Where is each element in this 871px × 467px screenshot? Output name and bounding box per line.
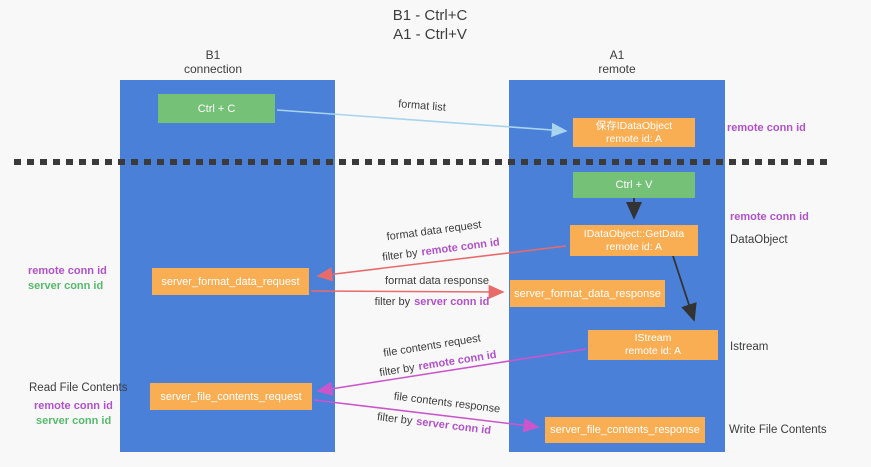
remote-conn-id-text: remote conn id: [420, 236, 501, 259]
dashed-separator-line: [14, 159, 832, 165]
istream-line2: remote id: A: [624, 345, 682, 357]
lane-header-b1: B1 connection: [184, 48, 242, 76]
lane-b1-subtitle: connection: [183, 62, 243, 76]
title-line-1: B1 - Ctrl+C: [392, 7, 468, 24]
filter-by-text: filter by: [376, 411, 414, 428]
node-save-idataobject: 保存IDataObject remote id: A: [573, 118, 695, 147]
node-ctrl-v: Ctrl + V: [573, 172, 695, 198]
lane-b1-title: B1: [205, 48, 221, 62]
node-server-format-data-request: server_format_data_request: [152, 268, 309, 295]
ctrl-c-label: Ctrl + C: [197, 102, 236, 115]
node-idataobject-getdata: IDataObject::GetData remote id: A: [570, 225, 698, 256]
annotation-istream: Istream: [730, 341, 769, 353]
annotation-write-file-contents: Write File Contents: [729, 424, 827, 436]
node-server-file-contents-response: server_file_contents_response: [545, 417, 705, 443]
annotation-remote-conn-id-left-1: remote conn id: [28, 265, 107, 277]
server-format-data-request-label: server_format_data_request: [161, 275, 300, 288]
server-file-contents-response-label: server_file_contents_response: [550, 424, 700, 436]
edge-label-file-contents-response: file contents response: [393, 390, 501, 416]
lane-a1-title: A1: [609, 48, 625, 62]
node-ctrl-c: Ctrl + C: [158, 94, 275, 123]
edge-label-format-list: format list: [397, 98, 447, 114]
filter-by-text: filter by: [374, 296, 411, 308]
diagram-title: B1 - Ctrl+C A1 - Ctrl+V: [393, 6, 468, 44]
annotation-remote-conn-id-left-2: remote conn id: [34, 400, 113, 412]
idataobject-getdata-line1: IDataObject::GetData: [583, 227, 685, 240]
annotation-read-file-contents: Read File Contents: [29, 382, 128, 394]
server-conn-id-text: server conn id: [414, 296, 490, 308]
istream-line1: IStream: [634, 332, 672, 344]
node-server-file-contents-request: server_file_contents_request: [150, 383, 312, 410]
annotation-server-conn-id-left-1: server conn id: [28, 280, 104, 292]
filter-by-text: filter by: [381, 247, 419, 264]
lane-header-a1: A1 remote: [598, 48, 635, 76]
server-conn-id-text: server conn id: [415, 415, 492, 437]
arrow-format-data-response: [310, 284, 505, 300]
save-idataobject-line2: remote id: A: [605, 132, 663, 145]
annotation-server-conn-id-left-2: server conn id: [36, 415, 112, 427]
annotation-remote-conn-id-top-right: remote conn id: [727, 122, 806, 134]
node-istream: IStream remote id: A: [588, 330, 718, 360]
lane-a1-subtitle: remote: [598, 62, 636, 76]
annotation-remote-conn-id-right: remote conn id: [730, 211, 809, 223]
annotation-dataobject: DataObject: [730, 234, 788, 246]
filter-by-text: filter by: [378, 361, 416, 380]
server-file-contents-request-label: server_file_contents_request: [160, 390, 302, 403]
edge-label-format-data-response: format data response: [385, 275, 489, 287]
node-server-format-data-response: server_format_data_response: [510, 280, 665, 307]
title-line-2: A1 - Ctrl+V: [393, 26, 467, 43]
server-format-data-response-label: server_format_data_response: [514, 287, 661, 300]
idataobject-getdata-line2: remote id: A: [605, 240, 663, 253]
ctrl-v-label: Ctrl + V: [615, 179, 653, 191]
save-idataobject-line1: 保存IDataObject: [595, 119, 673, 132]
